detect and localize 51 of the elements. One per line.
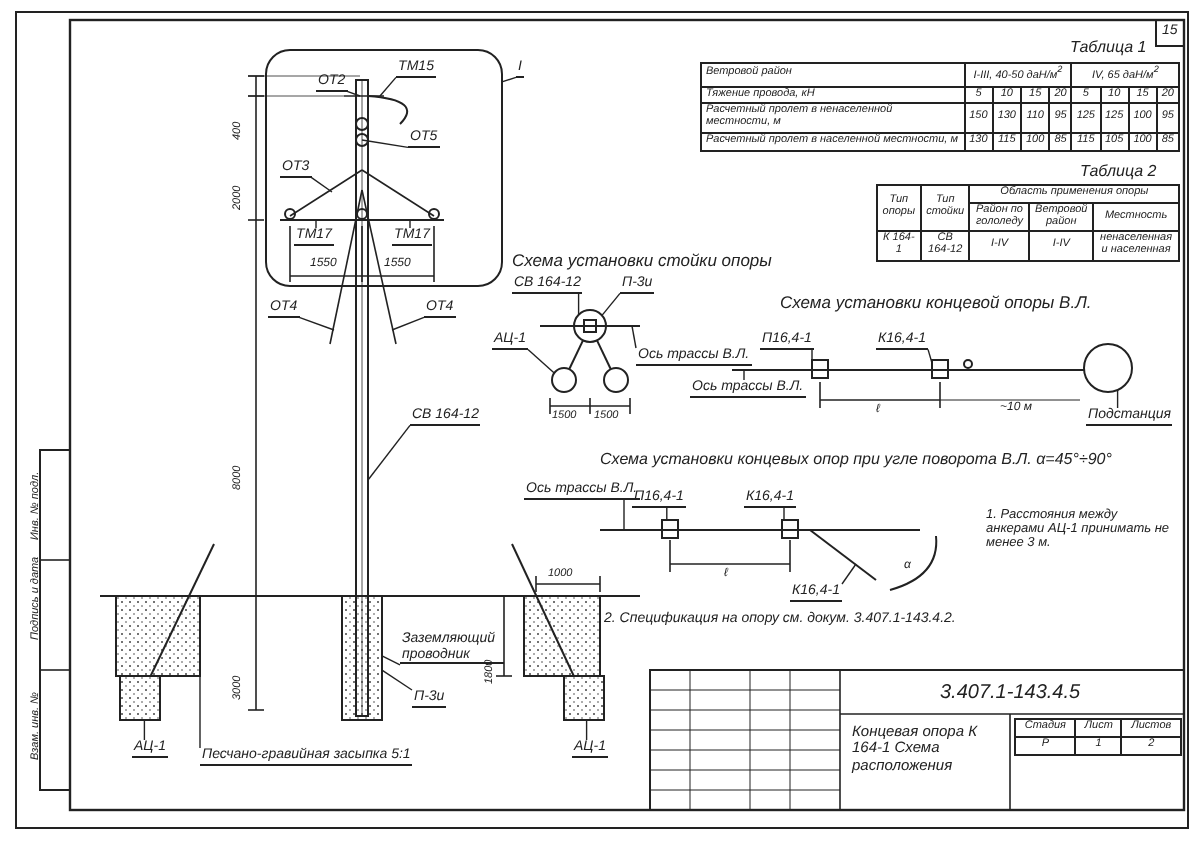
leader-line xyxy=(381,669,413,691)
leader-line xyxy=(927,348,933,364)
document-code: 3.407.1-143.4.5 xyxy=(940,682,1081,704)
leader-line xyxy=(743,369,745,381)
leader-line xyxy=(811,348,813,363)
scheme-title: Схема установки стойки опоры xyxy=(512,252,772,271)
leader-line xyxy=(143,719,146,741)
leader-line xyxy=(1116,389,1119,409)
leader-line xyxy=(631,325,637,349)
leader-line xyxy=(346,90,361,97)
leader-line xyxy=(623,498,625,531)
pole-position-symbol xyxy=(573,309,607,343)
anchor-wire xyxy=(596,339,612,371)
route-axis-line xyxy=(731,369,1085,371)
leader-line xyxy=(501,76,517,83)
table-title: Таблица 2 xyxy=(1080,164,1157,182)
leader-line xyxy=(841,563,857,585)
anchor-symbol xyxy=(551,367,577,393)
route-axis-line xyxy=(539,325,641,327)
anchor-block xyxy=(563,675,605,721)
scheme-title: Схема установки концевой опоры В.Л. xyxy=(780,294,1092,313)
leader-line xyxy=(666,506,668,521)
anchor-symbol xyxy=(603,367,629,393)
anchor-wire xyxy=(568,339,584,371)
leader-line xyxy=(310,176,333,193)
leader-line xyxy=(381,655,401,666)
leader-line xyxy=(391,316,425,331)
leader-line xyxy=(585,719,588,741)
foundation-pit xyxy=(523,595,601,677)
leader-line xyxy=(601,292,621,317)
leader-line xyxy=(577,292,580,316)
leader-line xyxy=(379,76,397,97)
anchor-block xyxy=(119,675,161,721)
leader-line xyxy=(361,139,409,149)
leader-line xyxy=(367,424,411,481)
pole-symbol xyxy=(781,519,799,539)
detail-outline xyxy=(265,49,503,287)
pole-symbol xyxy=(661,519,679,539)
route-axis-line xyxy=(599,529,921,531)
leader-line xyxy=(298,316,335,331)
foundation-pit xyxy=(115,595,201,677)
leader-line xyxy=(409,219,411,229)
leader-line xyxy=(527,348,555,374)
table-title: Таблица 1 xyxy=(1070,40,1147,58)
leader-line xyxy=(783,506,785,521)
substation-symbol xyxy=(1083,343,1133,393)
scheme-title: Схема установки концевых опор при угле поворота В.Л. α=45°÷90° xyxy=(600,452,1112,470)
pole-symbol xyxy=(931,359,949,379)
route-axis-line xyxy=(809,529,877,581)
leader-line xyxy=(315,219,317,229)
pole-symbol xyxy=(811,359,829,379)
